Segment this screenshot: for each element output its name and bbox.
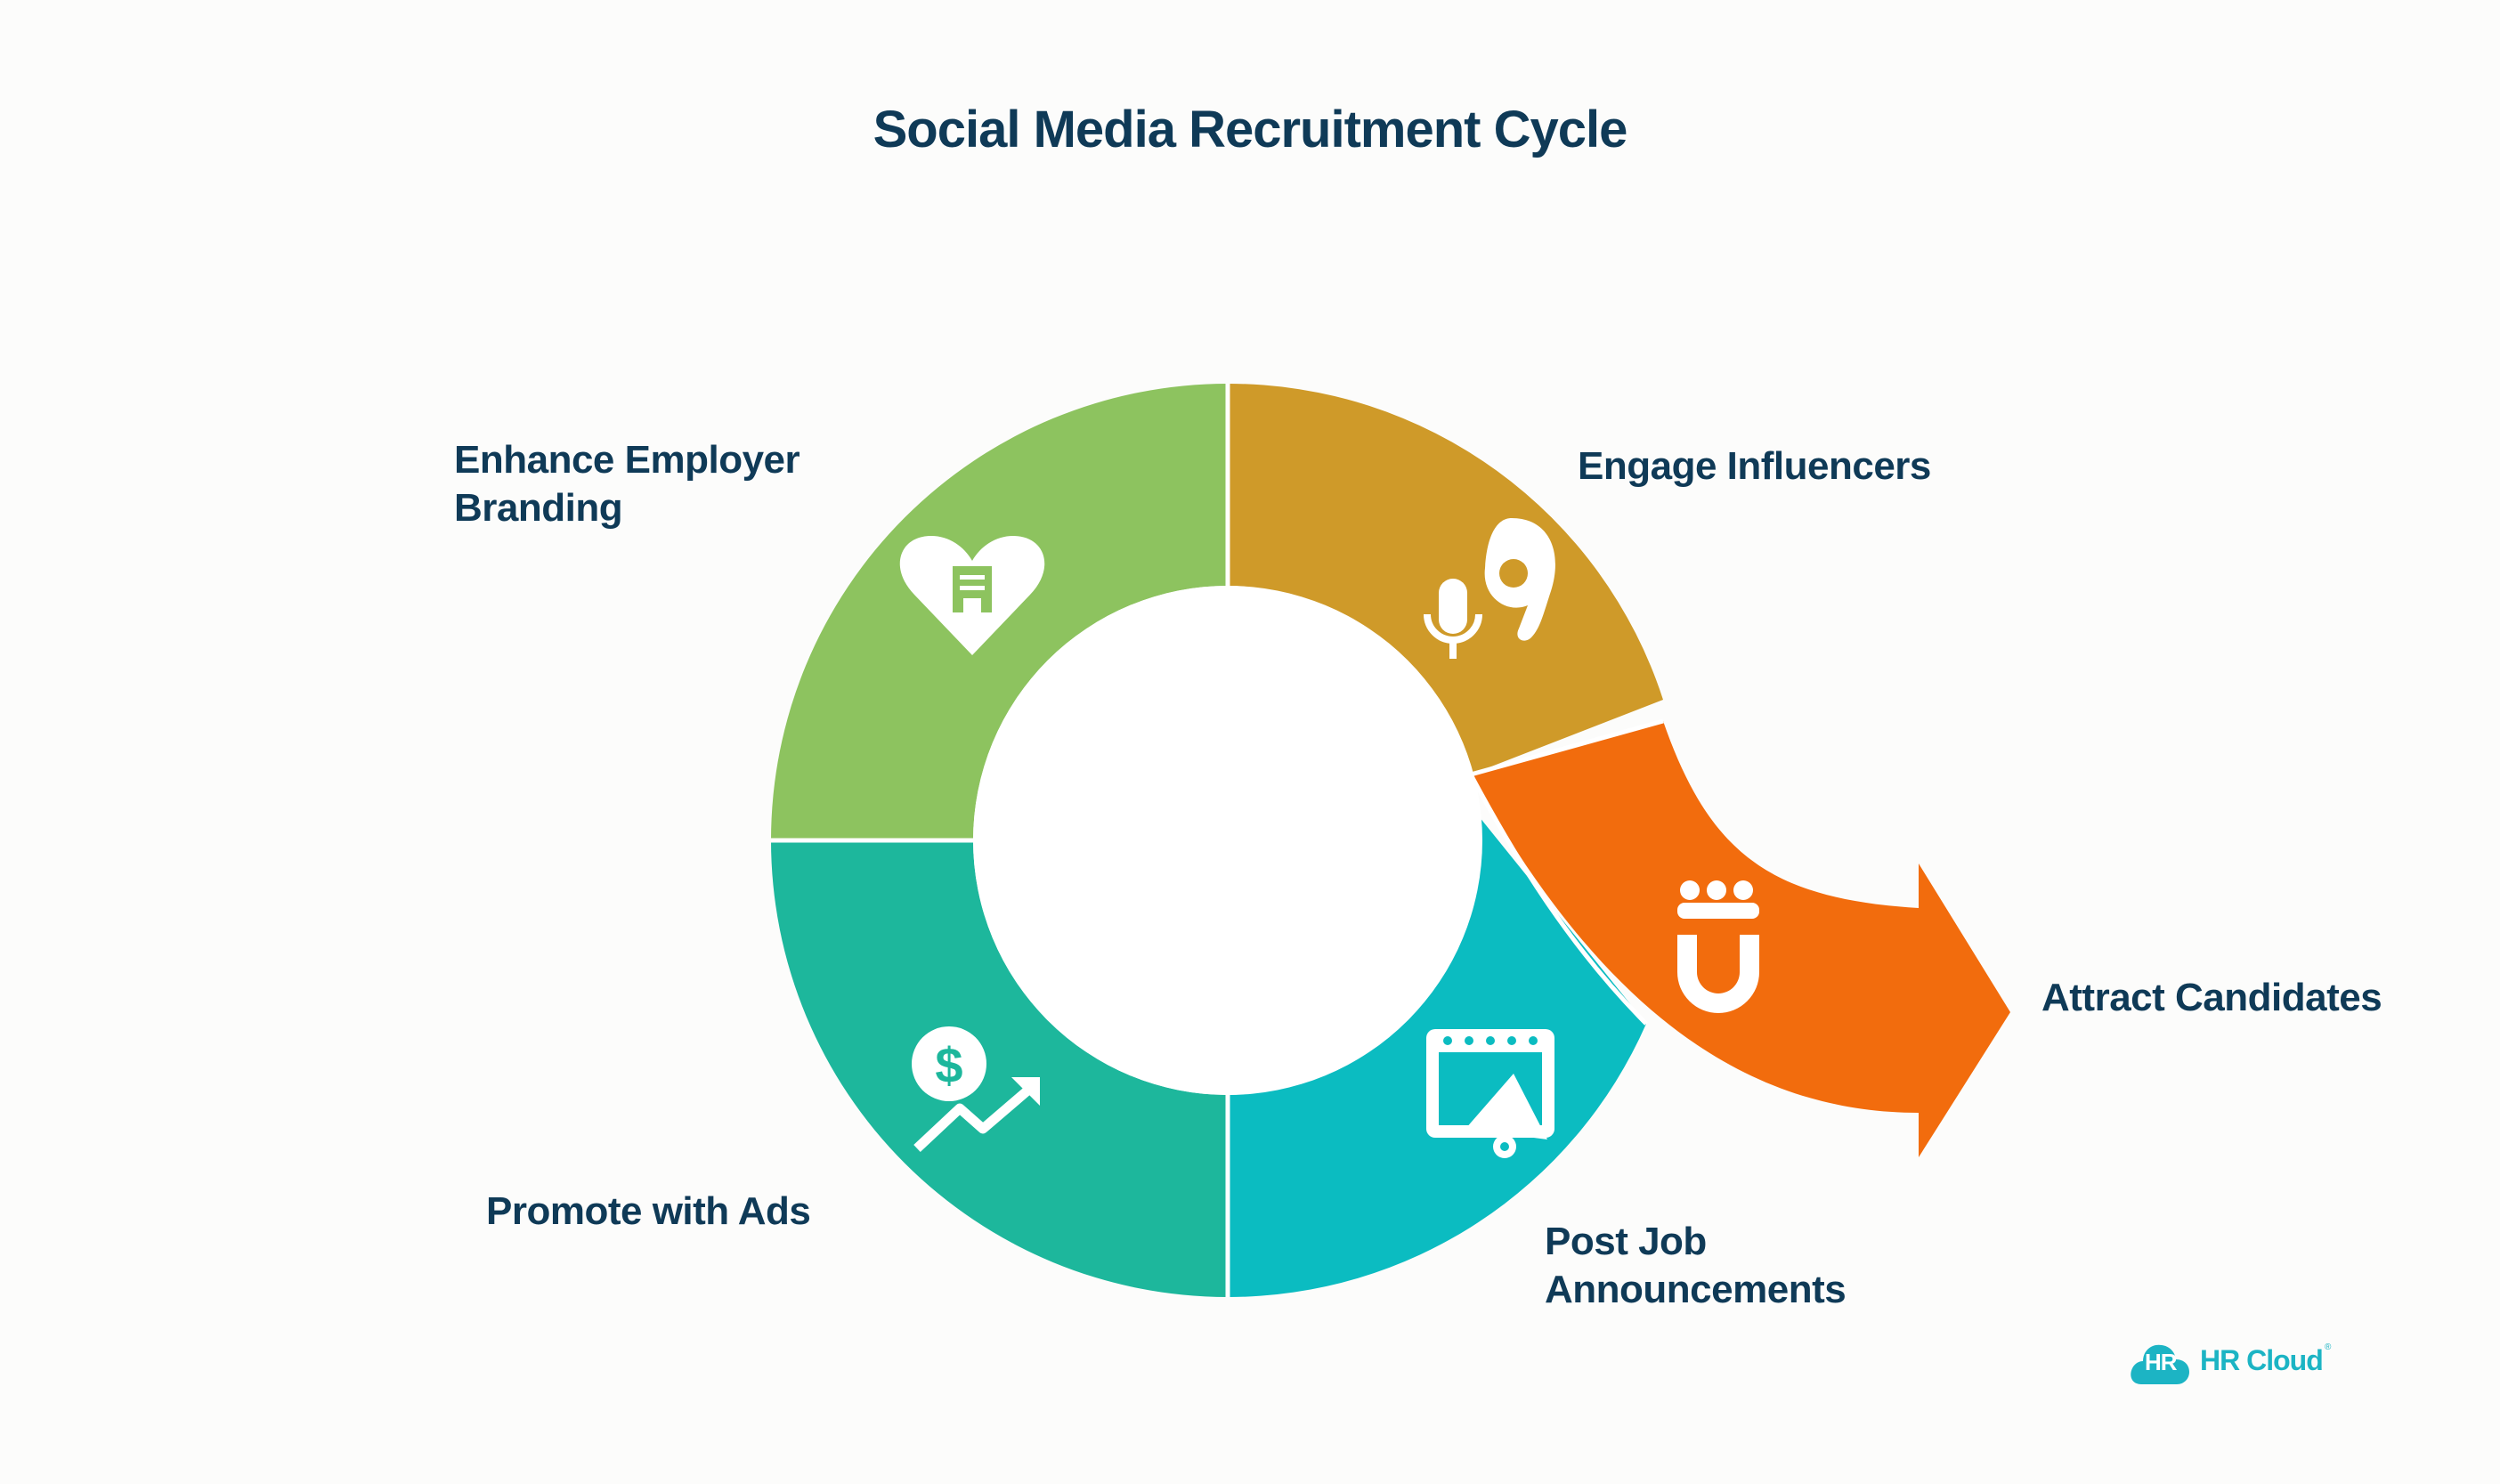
people-magnet-icon: [1677, 880, 1759, 1013]
logo-abbr: HR: [2145, 1349, 2178, 1375]
label-line: Promote with Ads: [486, 1189, 811, 1233]
segment-influencers: [1228, 383, 1663, 774]
label-promote-with-ads: Promote with Ads: [486, 1188, 811, 1236]
cloud-icon: [2131, 1344, 2189, 1384]
heart-building-icon: [899, 536, 1045, 655]
label-line: Enhance Employer: [454, 438, 800, 482]
label-line: Branding: [454, 486, 623, 530]
registered-mark: ®: [2325, 1342, 2332, 1352]
segment-ads: [771, 840, 1228, 1297]
page-title: Social Media Recruitment Cycle: [873, 101, 1628, 158]
label-line: Engage Influencers: [1578, 444, 1931, 488]
label-line: Post Job: [1545, 1220, 1707, 1263]
dollar-growth-icon: $: [912, 1026, 1040, 1153]
label-line: Attract Candidates: [2041, 976, 2382, 1019]
separator-lines: [771, 384, 1664, 1297]
microphone-speaker-icon: [1424, 518, 1555, 659]
label-post-job-announcements: Post Job Announcements: [1545, 1218, 1847, 1314]
label-enhance-employer-branding: Enhance Employer Branding: [454, 436, 800, 532]
label-attract-candidates: Attract Candidates: [2041, 974, 2382, 1022]
video-megaphone-icon: [1426, 1029, 1554, 1158]
svg-text:$: $: [935, 1037, 962, 1093]
center-hole: [973, 586, 1482, 1095]
label-engage-influencers: Engage Influencers: [1578, 442, 1931, 491]
logo-name: HR Cloud: [2200, 1344, 2324, 1376]
label-line: Announcements: [1545, 1268, 1847, 1311]
